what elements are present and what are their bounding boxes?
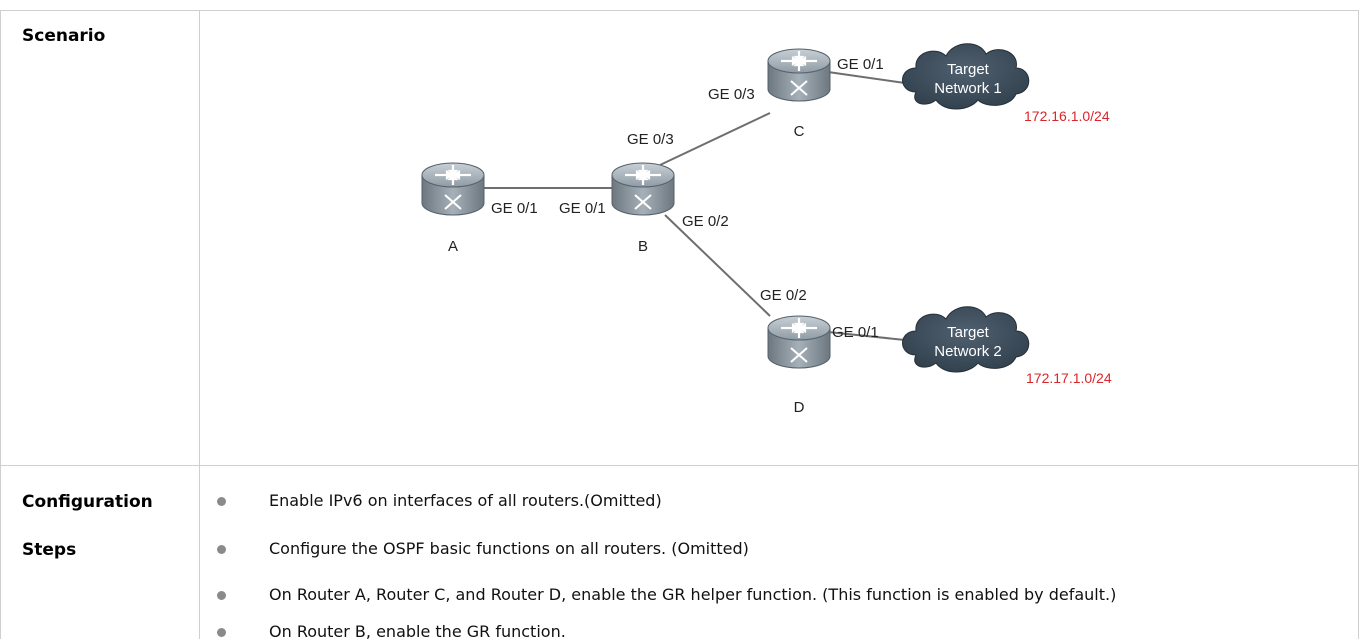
network-1-label-line2: Network 1 bbox=[934, 80, 1002, 97]
router-c-icon bbox=[766, 47, 832, 103]
table-border-top bbox=[0, 10, 1359, 11]
router-d-icon bbox=[766, 314, 832, 370]
steps-label: Steps bbox=[22, 540, 77, 560]
table-column-divider bbox=[199, 10, 200, 639]
port-label-b-ge02: GE 0/2 bbox=[682, 213, 729, 230]
link-b-c bbox=[659, 112, 771, 166]
network-2-subnet: 172.17.1.0/24 bbox=[1026, 370, 1112, 386]
router-b-label: B bbox=[638, 238, 648, 255]
port-label-c-ge01: GE 0/1 bbox=[837, 56, 884, 73]
configuration-label: Configuration bbox=[22, 492, 153, 512]
step-text: Enable IPv6 on interfaces of all routers… bbox=[269, 491, 662, 510]
port-label-d-ge01: GE 0/1 bbox=[832, 324, 879, 341]
port-label-b-ge01: GE 0/1 bbox=[559, 200, 606, 217]
bullet-icon bbox=[217, 497, 226, 506]
link-b-d bbox=[664, 214, 771, 317]
router-a-label: A bbox=[448, 238, 458, 255]
table-border-left bbox=[0, 10, 1, 639]
bullet-icon bbox=[217, 591, 226, 600]
network-2-label-line1: Target bbox=[947, 324, 990, 341]
port-label-a-ge01: GE 0/1 bbox=[491, 200, 538, 217]
step-text: Configure the OSPF basic functions on al… bbox=[269, 539, 749, 558]
network-2-label-line2: Network 2 bbox=[934, 343, 1002, 360]
network-1-subnet: 172.16.1.0/24 bbox=[1024, 108, 1110, 124]
bullet-icon bbox=[217, 545, 226, 554]
network-1-label-line1: Target bbox=[947, 61, 990, 78]
network-topology-diagram: A B C D GE 0/1 GE 0/1 GE 0/3 GE 0/3 GE 0… bbox=[420, 43, 1112, 416]
step-text: On Router B, enable the GR function. bbox=[269, 622, 566, 641]
link-c-network1 bbox=[827, 71, 906, 84]
bullet-icon bbox=[217, 628, 226, 637]
port-label-d-ge02: GE 0/2 bbox=[760, 287, 807, 304]
router-a-icon bbox=[420, 161, 486, 217]
port-label-c-ge03: GE 0/3 bbox=[708, 86, 755, 103]
port-label-b-ge03: GE 0/3 bbox=[627, 131, 674, 148]
step-text: On Router A, Router C, and Router D, ena… bbox=[269, 585, 1117, 604]
router-d-label: D bbox=[794, 399, 805, 416]
router-c-label: C bbox=[794, 123, 805, 140]
table-row-divider bbox=[0, 465, 1359, 466]
link-d-network2 bbox=[827, 331, 906, 341]
router-b-icon bbox=[610, 161, 676, 217]
scenario-label: Scenario bbox=[22, 26, 106, 46]
